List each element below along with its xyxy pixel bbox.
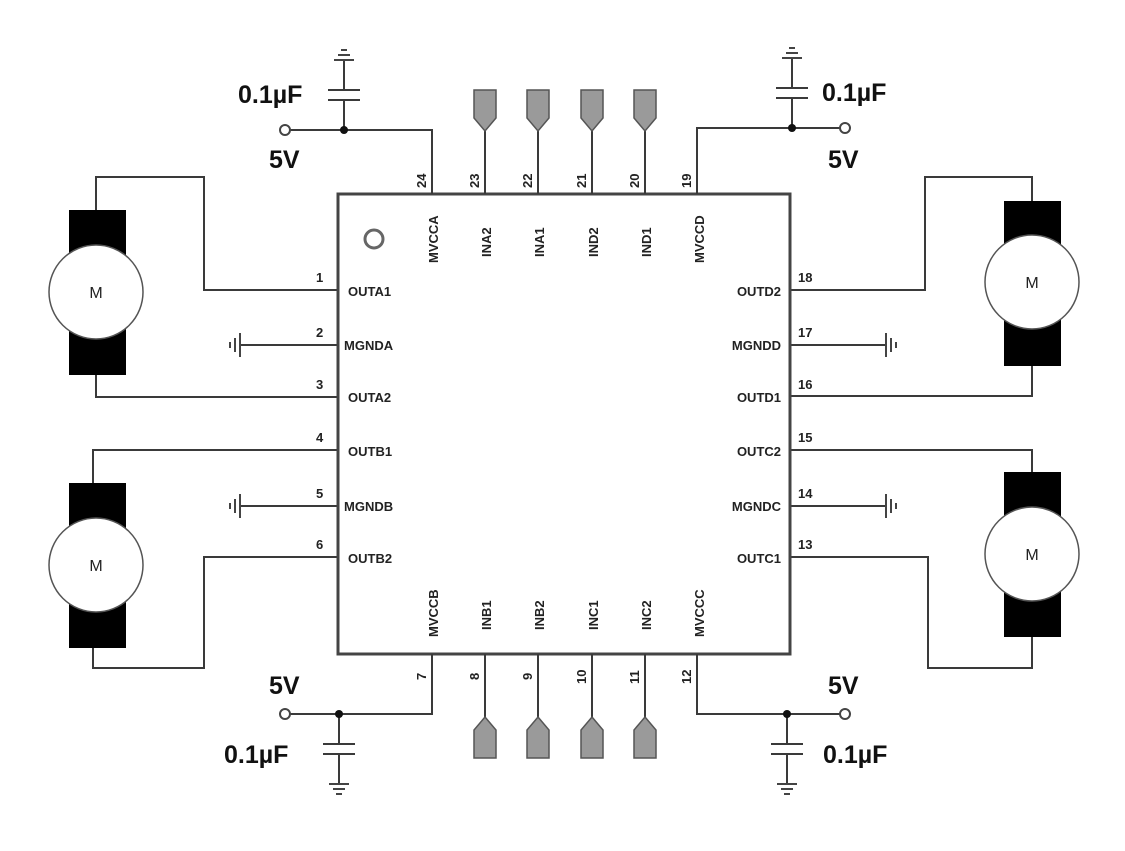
motor-d-label: M — [1025, 275, 1038, 292]
power-mvcca — [279, 49, 433, 194]
pin-12-number: 12 — [679, 670, 694, 684]
cap-label-bottom-right: 0.1µF — [823, 741, 887, 769]
pin-9-number: 9 — [520, 673, 535, 680]
pin-8-name: INB1 — [479, 600, 494, 630]
pin-6-number: 6 — [316, 537, 323, 552]
pin-18-name: OUTD2 — [737, 284, 781, 299]
pin-4-number: 4 — [316, 430, 324, 445]
pin-1-name: OUTA1 — [348, 284, 391, 299]
pin-21-name: IND2 — [586, 227, 601, 257]
pin-21-number: 21 — [574, 174, 589, 188]
pin-12-name: MVCCC — [692, 589, 707, 637]
pin-16-number: 16 — [798, 377, 812, 392]
cap-label-top-left: 0.1µF — [238, 81, 302, 109]
voltage-label-top-left: 5V — [269, 146, 300, 174]
pin-2-name: MGNDA — [344, 338, 394, 353]
motor-c: M — [984, 472, 1080, 637]
pin-14-number: 14 — [798, 486, 813, 501]
pin-7-number: 7 — [414, 673, 429, 680]
pin-20-number: 20 — [627, 174, 642, 188]
power-mvccb — [279, 654, 433, 795]
pin-3-name: OUTA2 — [348, 390, 391, 405]
pin-6-name: OUTB2 — [348, 551, 392, 566]
pin-8-number: 8 — [467, 673, 482, 680]
pin-1-number: 1 — [316, 270, 323, 285]
terminal-5v-bottom-left[interactable] — [279, 708, 291, 720]
voltage-label-bottom-left: 5V — [269, 672, 300, 700]
ground-icon-right-d — [885, 333, 897, 357]
pin-10-number: 10 — [574, 670, 589, 684]
pin-13-number: 13 — [798, 537, 812, 552]
cap-label-top-right: 0.1µF — [822, 79, 886, 107]
pin-4-name: OUTB1 — [348, 444, 392, 459]
input-port-inc1[interactable] — [580, 715, 604, 759]
pin-18-number: 18 — [798, 270, 812, 285]
power-mvccd — [696, 47, 851, 194]
motor-c-label: M — [1025, 547, 1038, 564]
pin-20-name: IND1 — [639, 227, 654, 257]
pin-19-number: 19 — [679, 174, 694, 188]
pin1-marker — [363, 228, 385, 250]
motor-a-label: M — [89, 285, 102, 302]
pin-15-number: 15 — [798, 430, 812, 445]
voltage-label-top-right: 5V — [828, 146, 859, 174]
cap-label-bottom-left: 0.1µF — [224, 741, 288, 769]
pin-13-name: OUTC1 — [737, 551, 781, 566]
motor-b-label: M — [89, 558, 102, 575]
terminal-5v-top-left[interactable] — [279, 124, 291, 136]
terminal-5v-top-right[interactable] — [839, 122, 851, 134]
pin-22-number: 22 — [520, 174, 535, 188]
pin-15-name: OUTC2 — [737, 444, 781, 459]
pin-7-name: MVCCB — [426, 589, 441, 637]
pin-11-name: INC2 — [639, 600, 654, 630]
pin-3-number: 3 — [316, 377, 323, 392]
pin-24-name: MVCCA — [426, 215, 441, 263]
terminal-5v-bottom-right[interactable] — [839, 708, 851, 720]
mgnd-wires — [240, 344, 886, 507]
pin-17-number: 17 — [798, 325, 812, 340]
pin-9-name: INB2 — [532, 600, 547, 630]
pin-23-number: 23 — [467, 174, 482, 188]
pin-14-name: MGNDC — [732, 499, 782, 514]
input-port-inc2[interactable] — [633, 715, 657, 759]
ground-icon-left-a — [229, 333, 241, 357]
input-port-ind1[interactable] — [633, 89, 657, 133]
pin-10-name: INC1 — [586, 600, 601, 630]
driver-ic-body — [336, 192, 792, 656]
bottom-input-pins — [473, 654, 657, 759]
input-port-ina2[interactable] — [473, 89, 497, 133]
input-port-ind2[interactable] — [580, 89, 604, 133]
input-port-inb2[interactable] — [526, 715, 550, 759]
pin-5-number: 5 — [316, 486, 323, 501]
motor-wires — [92, 176, 1033, 669]
motor-b: M — [48, 483, 144, 648]
pin-16-name: OUTD1 — [737, 390, 781, 405]
pin-17-name: MGNDD — [732, 338, 781, 353]
input-port-inb1[interactable] — [473, 715, 497, 759]
motor-a: M — [48, 210, 144, 375]
pin-11-number: 11 — [627, 670, 642, 684]
power-mvccc — [696, 654, 851, 795]
voltage-label-bottom-right: 5V — [828, 672, 859, 700]
pin-22-name: INA1 — [532, 227, 547, 257]
pin-19-name: MVCCD — [692, 215, 707, 263]
motor-d: M — [984, 201, 1080, 366]
pin-2-number: 2 — [316, 325, 323, 340]
ground-icon-left-b — [229, 494, 241, 518]
ground-icon-right-c — [885, 494, 897, 518]
pin-5-name: MGNDB — [344, 499, 393, 514]
pin-23-name: INA2 — [479, 227, 494, 257]
pin-24-number: 24 — [414, 173, 429, 188]
input-port-ina1[interactable] — [526, 89, 550, 133]
top-input-pins — [473, 89, 657, 194]
